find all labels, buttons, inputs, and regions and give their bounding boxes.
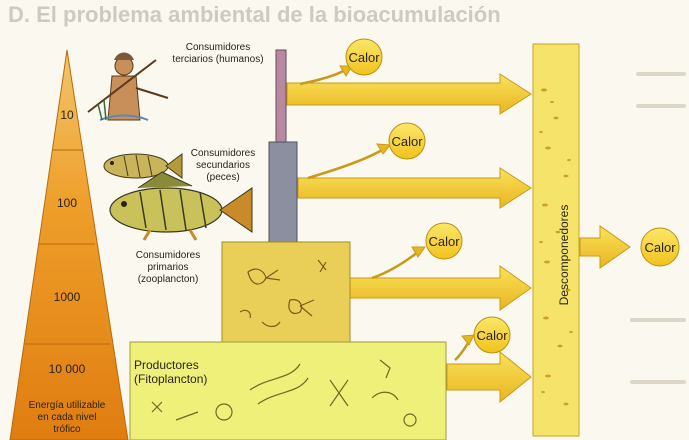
heat-circle-secondary: Calor xyxy=(389,123,425,159)
heat-label: Calor xyxy=(348,50,380,65)
energy-arrow-secondary xyxy=(298,168,531,208)
pyramid-level-value: 10 000 xyxy=(37,362,97,376)
heat-label: Calor xyxy=(391,134,423,149)
energy-arrow-decomposers xyxy=(580,226,630,268)
energy-arrow-primary xyxy=(350,266,531,310)
energy-arrow-producers xyxy=(447,352,531,402)
pyramid-level-value: 100 xyxy=(37,196,97,210)
pyramid-level-value: 10 xyxy=(37,108,97,122)
heat-circle-producers: Calor xyxy=(474,317,510,353)
fish-upper xyxy=(104,154,182,178)
stem-secondary xyxy=(269,142,297,242)
heat-label: Calor xyxy=(644,240,676,255)
decomposers-column xyxy=(533,44,579,436)
energy-arrow-tertiary xyxy=(287,74,531,114)
heat-circle-decomposers: Calor xyxy=(641,228,679,266)
label-secondary-consumers: Consumidores secundarios (peces) xyxy=(178,148,268,184)
heat-label: Calor xyxy=(476,328,508,343)
heat-circle-primary: Calor xyxy=(426,223,462,259)
decomposers-label: Descomponedores xyxy=(557,205,571,306)
heat-arrowheads xyxy=(340,66,474,345)
block-primary-consumers xyxy=(222,242,350,342)
human-figure xyxy=(88,53,168,121)
label-producers: Productores (Fitoplancton) xyxy=(134,358,234,386)
heat-circle-tertiary: Calor xyxy=(346,39,382,75)
pyramid-caption: Energía utilizable en cada nivel trófico xyxy=(28,400,106,436)
label-tertiary-consumers: Consumidores terciarios (humanos) xyxy=(168,42,268,66)
label-primary-consumers: Consumidores primarios (zooplancton) xyxy=(120,250,216,286)
stem-tertiary xyxy=(276,50,286,142)
pyramid-level-value: 1000 xyxy=(37,290,97,304)
heat-label: Calor xyxy=(428,234,460,249)
